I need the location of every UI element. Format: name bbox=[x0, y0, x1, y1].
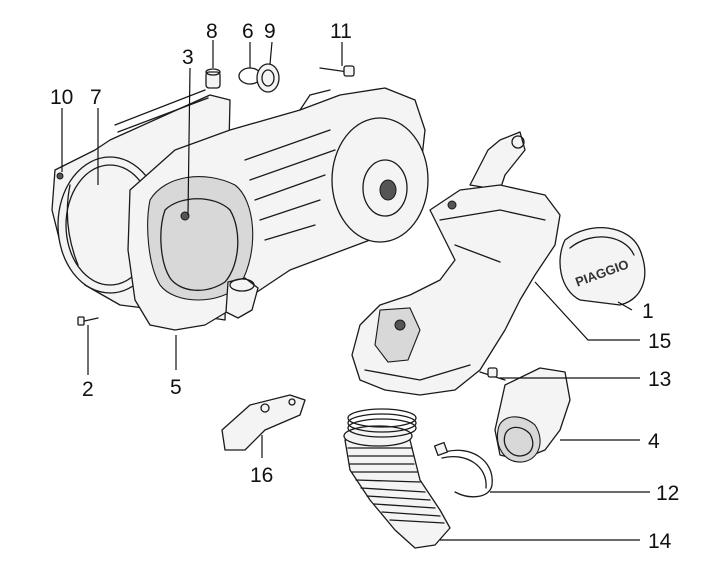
callout-8: 8 bbox=[206, 20, 218, 43]
callout-9: 9 bbox=[264, 20, 276, 43]
leader-15 bbox=[534, 281, 640, 341]
dowel-pin bbox=[205, 68, 221, 89]
callout-labels: 1 2 3 4 5 6 7 8 9 10 11 12 13 14 15 16 bbox=[50, 20, 679, 553]
callout-6: 6 bbox=[242, 20, 254, 43]
air-duct bbox=[351, 131, 561, 396]
air-inlet bbox=[494, 367, 571, 463]
callout-3: 3 bbox=[182, 46, 194, 69]
screw-11 bbox=[319, 65, 355, 77]
leader-9 bbox=[269, 41, 273, 65]
screw-2 bbox=[77, 316, 99, 326]
callout-14: 14 bbox=[648, 530, 672, 553]
hose-clamp-lower bbox=[433, 441, 493, 498]
callout-11: 11 bbox=[330, 20, 352, 43]
callout-16: 16 bbox=[250, 464, 273, 487]
callout-7: 7 bbox=[90, 86, 102, 109]
leader-3 bbox=[187, 67, 191, 216]
transmission-housing bbox=[127, 87, 429, 331]
bearing bbox=[256, 63, 280, 93]
leader-lines bbox=[61, 40, 650, 541]
callout-13: 13 bbox=[648, 368, 671, 391]
callout-5: 5 bbox=[170, 376, 182, 399]
corrugated-hose bbox=[343, 425, 451, 549]
hose-clamp-upper bbox=[347, 408, 417, 438]
callout-1: 1 bbox=[642, 300, 654, 323]
bracket bbox=[221, 394, 306, 451]
callout-12: 12 bbox=[656, 482, 679, 505]
leader-1 bbox=[617, 301, 633, 311]
logo-cap: PIAGGIO bbox=[559, 227, 646, 306]
callout-15: 15 bbox=[648, 330, 671, 353]
callout-4: 4 bbox=[648, 430, 660, 453]
screw-13 bbox=[479, 367, 506, 381]
callout-10: 10 bbox=[50, 86, 73, 109]
callout-2: 2 bbox=[82, 378, 94, 401]
